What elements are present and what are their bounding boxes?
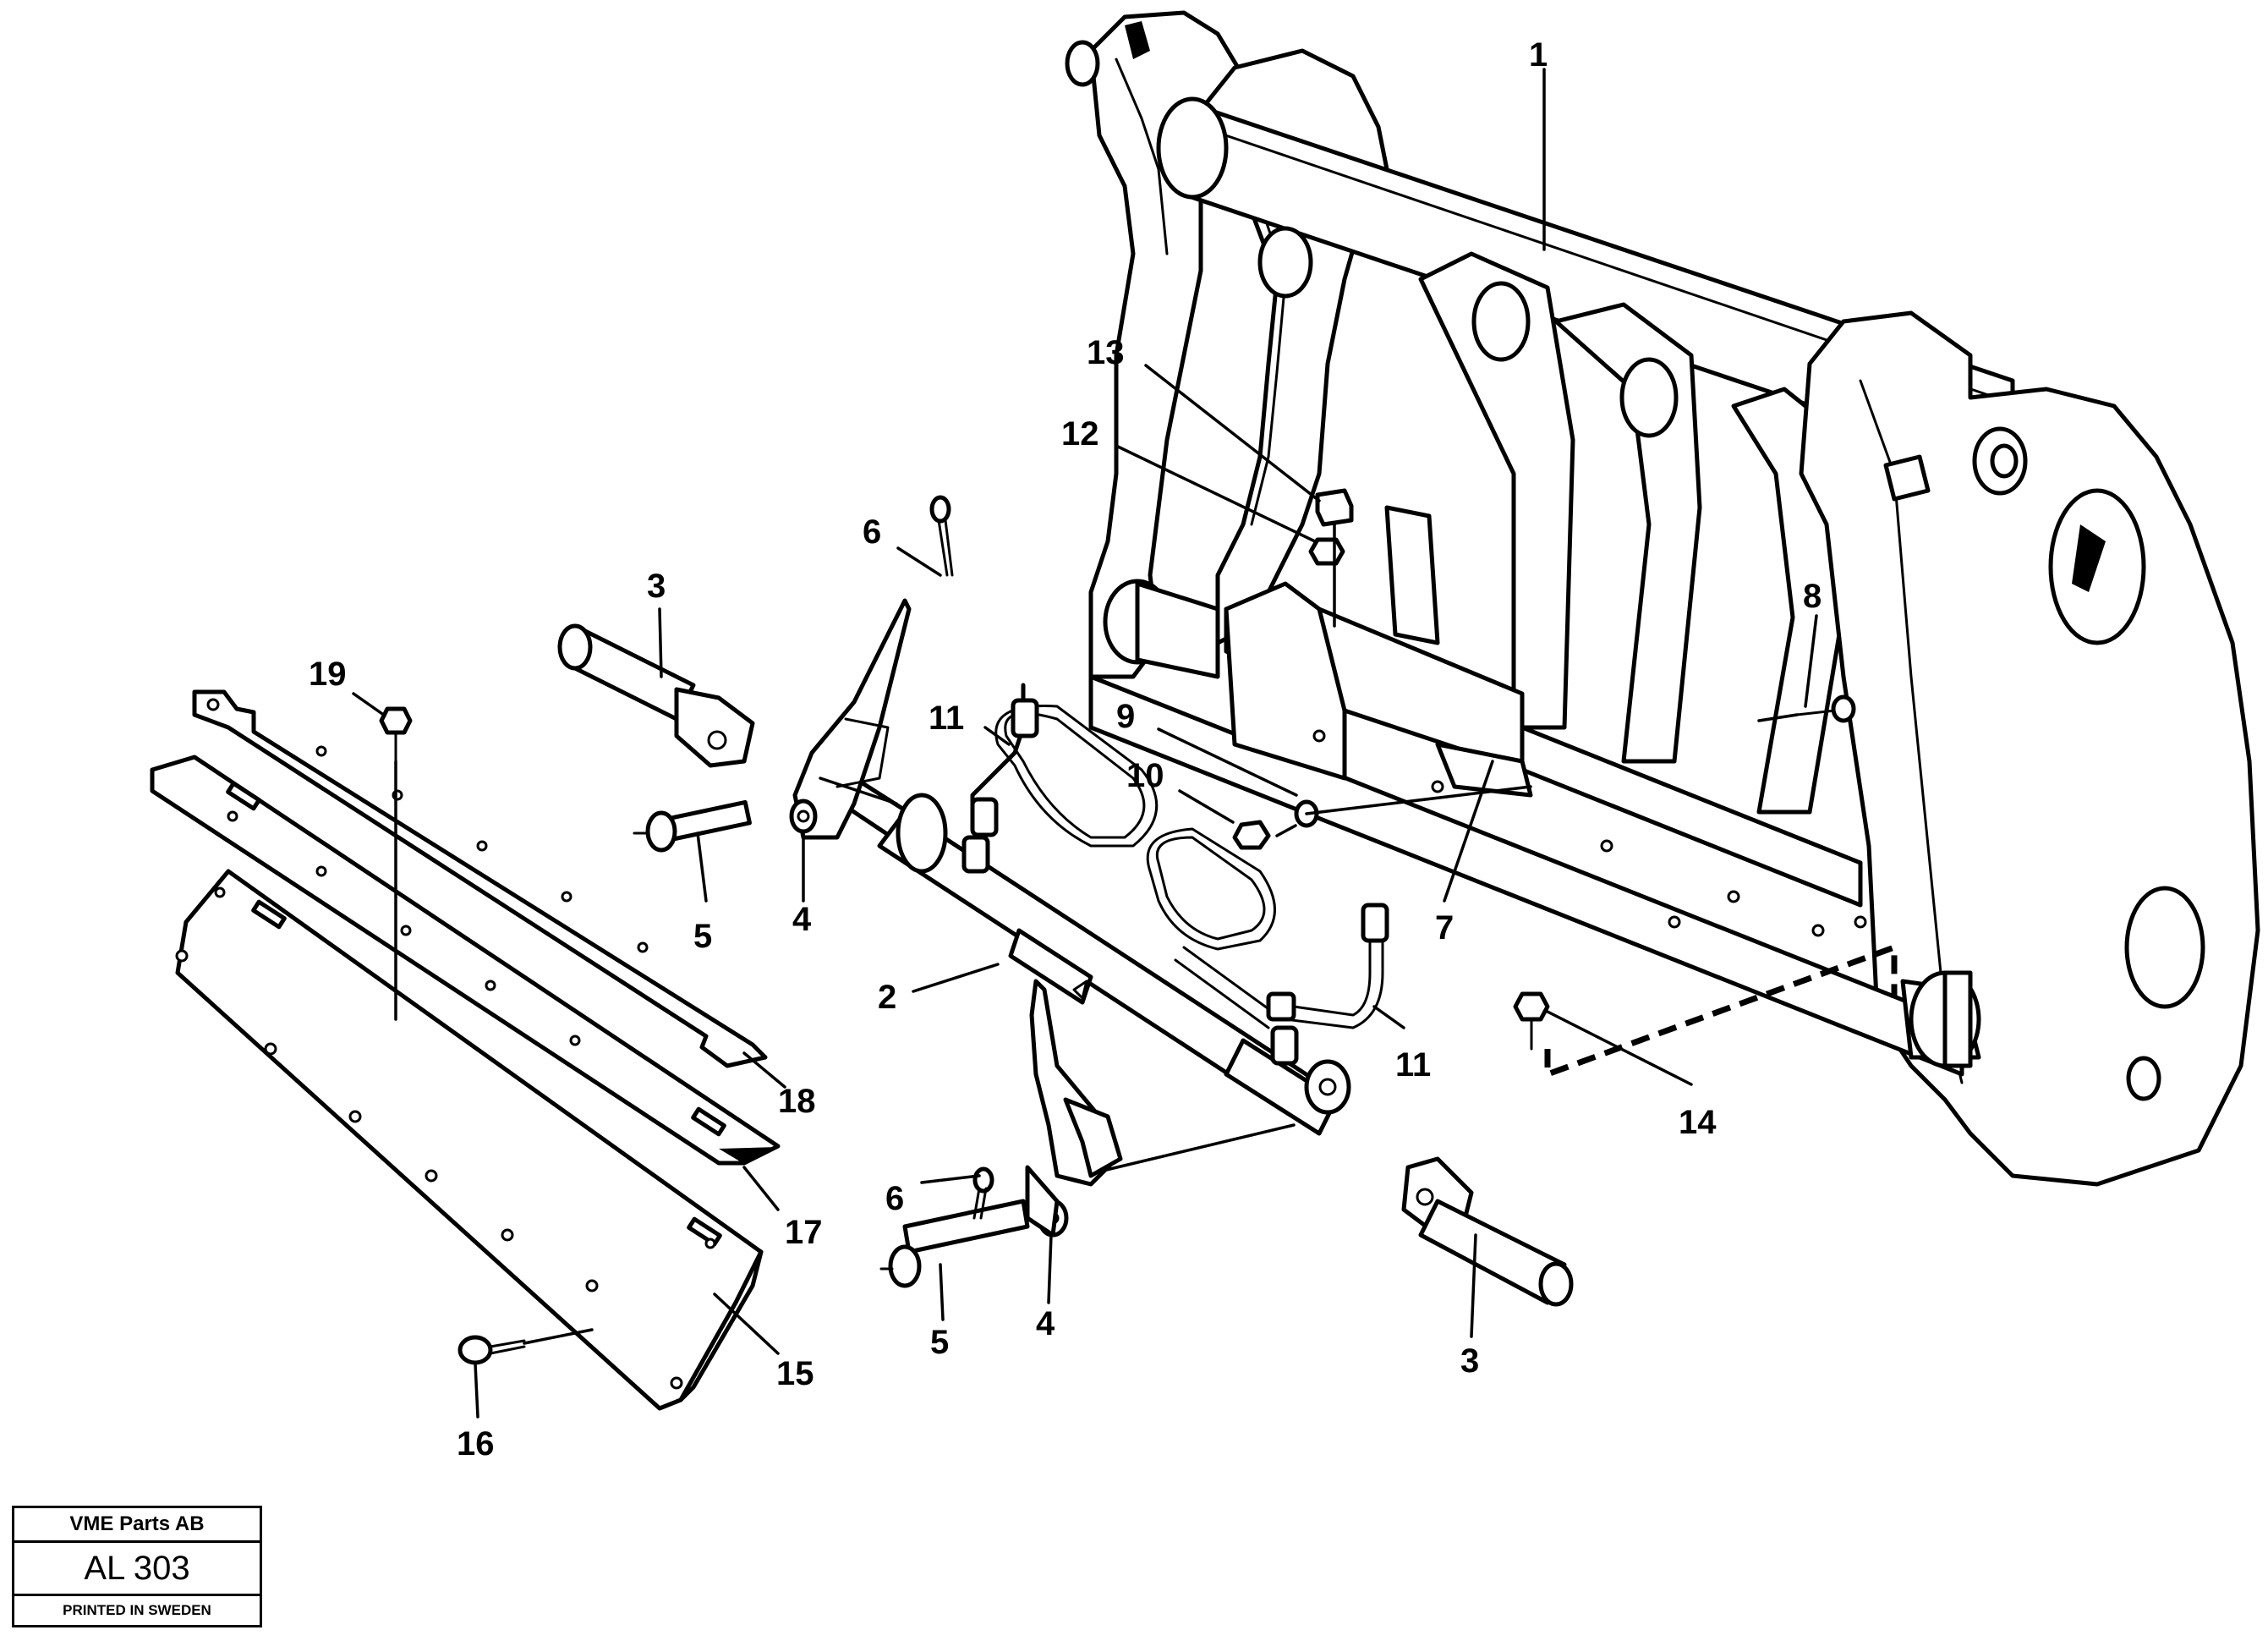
main-frame-part-1 bbox=[1065, 10, 2260, 1187]
callout-17: 17 bbox=[785, 1214, 823, 1251]
callout-4-lower: 4 bbox=[1036, 1305, 1055, 1342]
pivot-pin-part-3-upper bbox=[557, 623, 755, 768]
pivot-pin-part-3-lower bbox=[1401, 1156, 1574, 1307]
callout-8: 8 bbox=[1803, 578, 1822, 615]
callout-7: 7 bbox=[1435, 909, 1454, 947]
callout-19: 19 bbox=[309, 656, 347, 693]
nipple-part-14 bbox=[1513, 991, 1550, 1051]
callout-numbers: 1 2 3 3 4 4 5 5 6 6 7 8 9 10 11 11 12 13… bbox=[309, 36, 1822, 1463]
callout-6-lower: 6 bbox=[885, 1180, 904, 1217]
callout-15: 15 bbox=[776, 1355, 814, 1392]
link-bracket-part-4-lower bbox=[1025, 979, 1123, 1238]
guard-plate-part-15 bbox=[175, 869, 764, 1411]
bolt-pin-part-5-lower bbox=[879, 1199, 1030, 1288]
callout-16: 16 bbox=[457, 1425, 495, 1463]
callout-5-upper: 5 bbox=[693, 918, 712, 955]
bolt-part-19 bbox=[379, 706, 413, 763]
callout-11-lower: 11 bbox=[1395, 1046, 1431, 1084]
callout-leaders bbox=[352, 68, 1818, 1419]
bolt-pin-part-5-upper bbox=[633, 799, 752, 853]
callout-2: 2 bbox=[878, 979, 896, 1016]
callout-11-upper: 11 bbox=[929, 700, 964, 737]
screw-part-16 bbox=[457, 1335, 526, 1365]
plate-strip-part-18 bbox=[192, 689, 768, 1068]
screw-part-8 bbox=[1795, 694, 1856, 723]
callout-6-upper: 6 bbox=[863, 513, 881, 551]
title-block-drawing-code: AL 303 bbox=[14, 1543, 260, 1596]
callout-12: 12 bbox=[1061, 415, 1099, 453]
callout-9: 9 bbox=[1116, 698, 1135, 735]
callout-3-lower: 3 bbox=[1460, 1342, 1479, 1380]
assembly-lines bbox=[394, 523, 1898, 1345]
callout-13: 13 bbox=[1087, 334, 1125, 371]
cap-part-13 bbox=[1315, 488, 1354, 527]
title-block-company: VME Parts AB bbox=[14, 1508, 260, 1543]
title-block: VME Parts AB AL 303 PRINTED IN SWEDEN bbox=[12, 1506, 262, 1627]
split-pin-part-6-upper bbox=[929, 495, 954, 577]
callout-5-lower: 5 bbox=[930, 1324, 949, 1361]
callout-3-upper: 3 bbox=[647, 568, 666, 605]
nut-part-10 bbox=[1232, 820, 1271, 850]
callout-4-upper: 4 bbox=[792, 901, 812, 938]
nut-part-12 bbox=[1308, 537, 1345, 566]
hoses-part-11 bbox=[961, 683, 1389, 1066]
plate-strip-part-17 bbox=[150, 755, 781, 1166]
callout-18: 18 bbox=[778, 1083, 816, 1120]
callout-10: 10 bbox=[1126, 757, 1164, 794]
callout-14: 14 bbox=[1679, 1104, 1717, 1141]
title-block-printed-note: PRINTED IN SWEDEN bbox=[63, 1602, 211, 1618]
callout-1: 1 bbox=[1529, 36, 1548, 74]
hydraulic-cylinder-part-2 bbox=[816, 759, 1351, 1136]
